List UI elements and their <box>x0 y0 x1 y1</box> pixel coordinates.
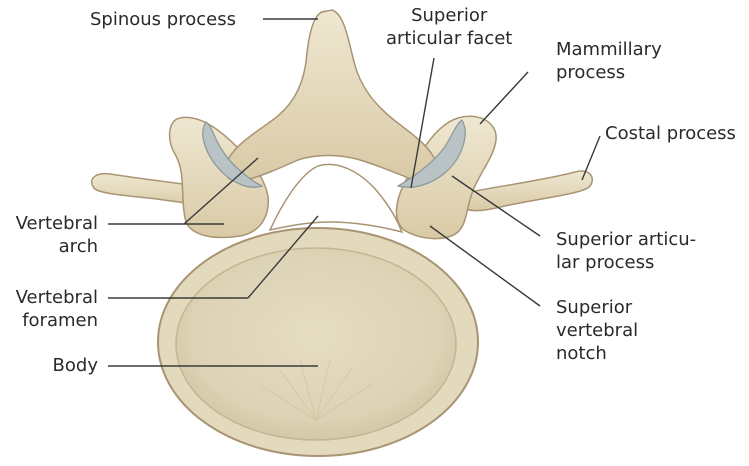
leader-mammillary <box>479 71 529 125</box>
leader-articular-process <box>451 175 541 237</box>
label-vertebral-arch: Vertebral arch <box>15 213 98 257</box>
vertebral-foramen-opening <box>268 163 404 234</box>
right-articular-process <box>395 115 497 240</box>
leader-foramen-up <box>247 215 319 299</box>
right-articular-facet <box>396 119 466 188</box>
label-costal-process: Costal process <box>605 123 736 144</box>
label-vertebral-foramen: Vertebral foramen <box>15 287 98 331</box>
label-superior-articular-process: Superior articu- lar process <box>556 229 697 273</box>
leader-costal <box>581 135 601 181</box>
label-body: Body <box>52 355 98 376</box>
leader-facet <box>410 57 435 189</box>
leader-notch <box>429 225 541 307</box>
right-costal-process <box>461 170 594 212</box>
left-articular-facet <box>202 121 264 188</box>
label-superior-articular-facet: Superior articular facet <box>386 5 513 49</box>
leader-arch-up <box>183 157 259 225</box>
label-mammillary-process: Mammillary process <box>556 39 662 83</box>
vertebral-body-surface <box>175 247 457 441</box>
leader-lines <box>108 18 601 367</box>
label-superior-vertebral-notch: Superior vertebral notch <box>556 297 639 364</box>
spinous-process <box>224 9 438 182</box>
label-spinous-process: Spinous process <box>90 9 236 30</box>
body-texture <box>259 359 373 421</box>
left-articular-process <box>168 116 270 239</box>
